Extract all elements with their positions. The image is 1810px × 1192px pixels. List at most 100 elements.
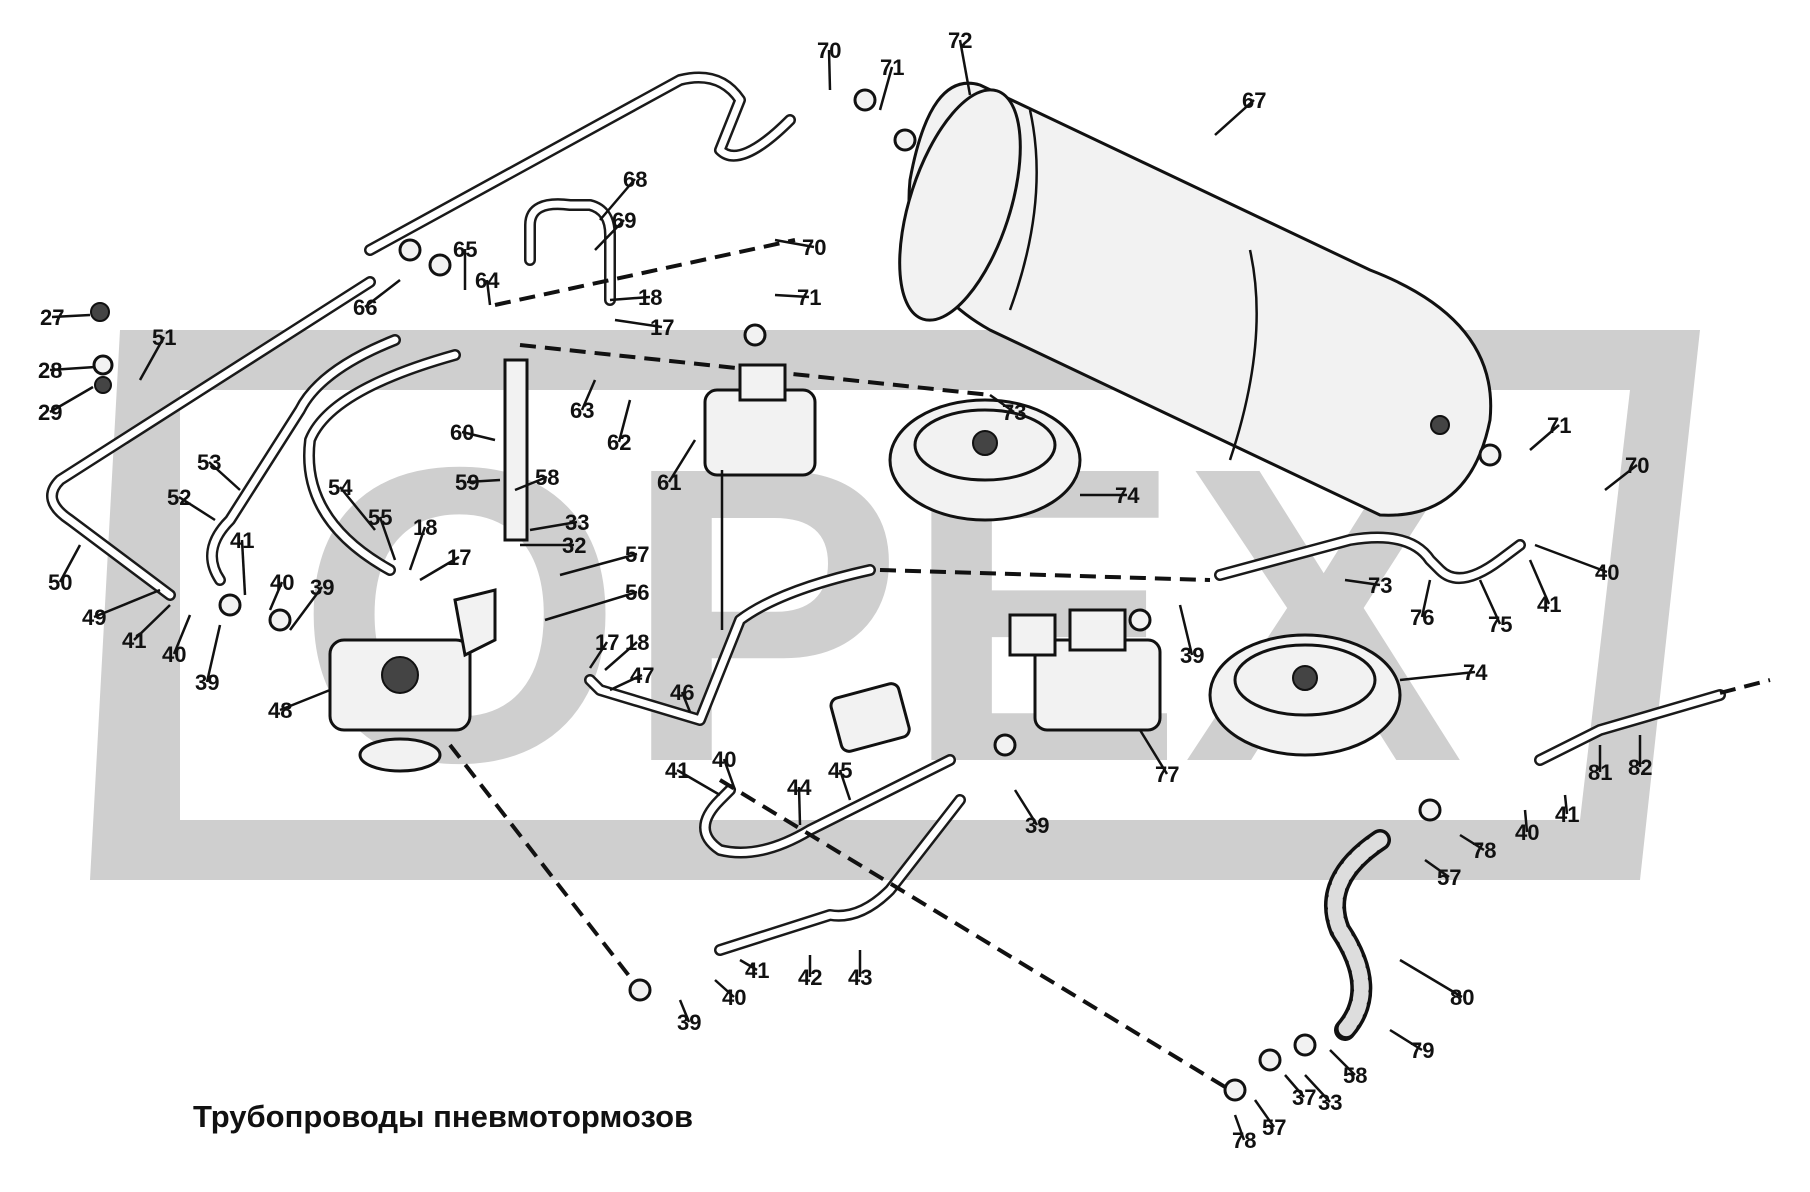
leader-line (1233, 1114, 1246, 1141)
leader-line (1523, 809, 1529, 833)
part-number-label: 57 (1262, 1115, 1286, 1140)
diagram-caption: Трубопроводы пневмотормозов (193, 1099, 693, 1134)
part-number-label: 39 (195, 670, 219, 695)
leader-line (714, 979, 735, 998)
part-number-label: 51 (152, 325, 176, 350)
leader-line (133, 604, 171, 641)
leader-line (1528, 559, 1551, 605)
leader-line (240, 539, 247, 596)
part-number-label: 70 (817, 38, 841, 63)
leader-line (599, 178, 636, 221)
part-number-label: 55 (368, 505, 392, 530)
valve-77 (1008, 608, 1162, 732)
part-number-label: 32 (562, 533, 586, 558)
part-number-label: 18 (638, 285, 662, 310)
leader-line (1178, 604, 1194, 656)
part-number-label: 60 (450, 420, 474, 445)
leader-line (49, 365, 96, 372)
part-number-label: 40 (1595, 560, 1619, 585)
leader-line (1529, 424, 1560, 451)
leader-line (364, 279, 401, 308)
part-number-label: 28 (38, 358, 62, 383)
air-receiver-tank (898, 81, 1493, 517)
part-number-label: 80 (1450, 985, 1474, 1010)
leader-line (958, 39, 972, 96)
leader-line (49, 385, 94, 414)
part-number-label: 41 (230, 528, 254, 553)
leader-line (1424, 858, 1450, 879)
part-number-label: 47 (630, 663, 654, 688)
part-number-label: 45 (828, 758, 852, 783)
part-number-label: 49 (82, 605, 106, 630)
part-number-label: 68 (623, 167, 647, 192)
part-number-label: 44 (787, 775, 812, 800)
leader-line (676, 768, 721, 797)
part-number-label: 75 (1488, 612, 1512, 637)
leader-line (739, 958, 758, 972)
leader-line (1344, 578, 1381, 587)
fittings (90, 88, 1502, 1102)
valve-48 (328, 638, 472, 773)
part-number-label: 67 (1242, 88, 1266, 113)
leader-line (51, 313, 91, 319)
part-number-label: 42 (798, 965, 822, 990)
pipework (46, 71, 1771, 956)
valve-61 (703, 363, 817, 630)
part-number-label: 17 (650, 315, 674, 340)
leader-line (838, 769, 852, 801)
part-number-label: 58 (1343, 1063, 1367, 1088)
part-number-label: 73 (1002, 400, 1026, 425)
leader-line (594, 219, 625, 251)
sensor-box (829, 682, 911, 753)
hose-80 (1324, 829, 1391, 1041)
part-number-label: 41 (122, 628, 146, 653)
part-number-label: 77 (1155, 762, 1179, 787)
bracket-57 (453, 588, 497, 658)
leader-line (1304, 1074, 1331, 1103)
part-number-label: 40 (722, 985, 746, 1010)
pipe-u-bend (524, 198, 616, 306)
part-number-label: 64 (475, 268, 500, 293)
part-number-label: 54 (328, 475, 353, 500)
part-number-label: 39 (1025, 813, 1049, 838)
leader-line (774, 293, 810, 299)
part-number-label: 39 (310, 575, 334, 600)
part-number-label: 18 (625, 630, 649, 655)
part-number-label: 65 (453, 237, 477, 262)
part-number-label: 37 (1292, 1085, 1316, 1110)
part-number-label: 71 (880, 55, 904, 80)
part-number-label: 73 (1368, 573, 1392, 598)
pipe-60-59 (503, 358, 529, 542)
part-number-label: 39 (1180, 643, 1204, 668)
part-number-label: 52 (167, 485, 191, 510)
leader-line (514, 475, 548, 492)
part-number-label: 70 (1625, 453, 1649, 478)
leader-line (1399, 670, 1476, 682)
leader-line (288, 586, 324, 631)
part-number-label: 33 (565, 510, 589, 535)
leader-line (1284, 1074, 1305, 1098)
part-number-label: 18 (413, 515, 437, 540)
leader-line (609, 295, 651, 302)
part-number-label: 57 (625, 542, 649, 567)
part-number-label: 41 (665, 758, 689, 783)
part-number-label: 41 (1555, 802, 1579, 827)
part-number-label: 71 (797, 285, 821, 310)
brake-chamber-upper (888, 398, 1082, 522)
leader-line (208, 461, 241, 491)
leader-line (1420, 579, 1432, 618)
part-number-label: 39 (677, 1010, 701, 1035)
brake-chamber-lower (1208, 633, 1402, 757)
leader-line (1478, 579, 1502, 625)
leader-line (609, 673, 643, 692)
leader-line (138, 336, 166, 381)
leader-line (1138, 729, 1169, 775)
leader-line (1389, 1028, 1423, 1052)
leader-line (588, 641, 609, 669)
part-number-label: 74 (1115, 483, 1140, 508)
leader-line (722, 758, 737, 791)
part-number-label: 72 (948, 28, 972, 53)
part-number-label: 66 (353, 295, 377, 320)
leader-line (678, 999, 691, 1023)
